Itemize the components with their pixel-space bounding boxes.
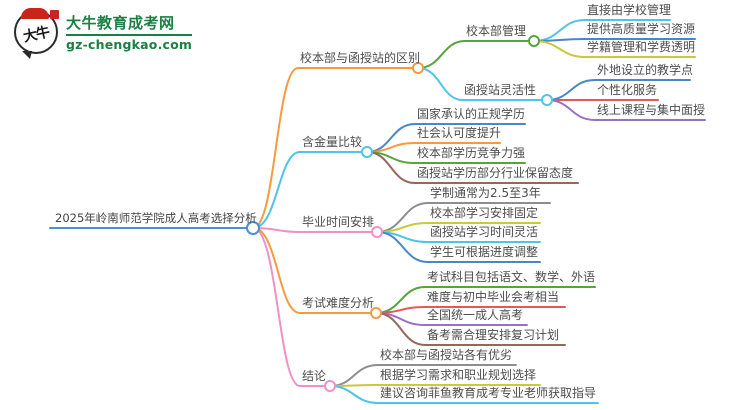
connector-campus-management: [417, 40, 530, 69]
branch-3-handle[interactable]: [371, 226, 383, 238]
bull-speech-bubble-icon: 大牛: [14, 8, 59, 59]
subnode-station-flexibility-label[interactable]: 函授站灵活性: [464, 83, 537, 97]
leaf-node-label[interactable]: 函授站学历部分行业保留态度: [417, 166, 574, 180]
connector-station-flexibility: [417, 67, 543, 101]
leaf-node-label[interactable]: 学制通常为2.5至3年: [430, 186, 541, 200]
branch-graduation-schedule-label[interactable]: 毕业时间安排: [302, 215, 375, 229]
leaf-node-label[interactable]: 难度与初中毕业会考相当: [427, 290, 560, 304]
site-domain: gz-chengkao.com: [66, 34, 193, 52]
leaf-node-label[interactable]: 根据学习需求和职业规划选择: [380, 368, 537, 382]
leaf-node-label[interactable]: 学籍管理和学费透明: [587, 40, 696, 54]
branch-5-handle[interactable]: [324, 380, 336, 392]
leaf-node-label[interactable]: 考试科目包括语文、数学、外语: [427, 270, 596, 284]
leaf-node-label[interactable]: 提供高质量学习资源: [587, 22, 696, 36]
connector-leaf: [329, 385, 599, 404]
leaf-node-label[interactable]: 全国统一成人高考: [427, 308, 524, 322]
branch-4-handle[interactable]: [370, 307, 382, 319]
leaf-node-label[interactable]: 建议咨询菲鱼教育成考专业老师获取指导: [380, 386, 597, 400]
connector-leaf: [375, 312, 566, 346]
leaf-node-label[interactable]: 线上课程与集中面授: [597, 103, 706, 117]
connector-leaf: [366, 151, 579, 184]
speech-bubble-tail: [22, 51, 32, 59]
site-logo[interactable]: 大牛 大牛教育成考网 gz-chengkao.com: [14, 8, 193, 59]
root-node-label[interactable]: 2025年岭南师范学院成人高考选择分析: [55, 211, 257, 225]
branch-exam-difficulty-label[interactable]: 考试难度分析: [302, 296, 375, 310]
red-crescent-icon: [21, 8, 49, 19]
campus-management-handle[interactable]: [528, 35, 540, 47]
leaf-node-label[interactable]: 学生可根据进度调整: [430, 245, 539, 259]
branch-conclusion-label[interactable]: 结论: [302, 369, 327, 383]
red-seal-icon: [50, 10, 59, 19]
logo-icon-text: 大牛: [21, 24, 51, 46]
connector-leaf: [533, 40, 696, 58]
branch-2-handle[interactable]: [361, 146, 373, 158]
station-flexibility-handle[interactable]: [541, 94, 553, 106]
logo-text-block: 大牛教育成考网 gz-chengkao.com: [66, 12, 193, 52]
connector-branch-2: [252, 151, 363, 229]
connector-branch-4: [252, 227, 372, 314]
leaf-node-label[interactable]: 个性化服务: [597, 83, 658, 97]
branch-school-vs-station-label[interactable]: 校本部与函授站的区别: [300, 51, 421, 65]
leaf-node-label[interactable]: 备考需合理安排复习计划: [427, 328, 560, 342]
leaf-node-label[interactable]: 校本部学习安排固定: [430, 206, 539, 220]
connector-branch-5: [252, 227, 326, 387]
leaf-node-label[interactable]: 社会认可度提升: [417, 126, 502, 140]
subnode-campus-management-label[interactable]: 校本部管理: [466, 24, 527, 38]
root-node-handle[interactable]: [246, 221, 260, 235]
leaf-node-label[interactable]: 国家承认的正规学历: [417, 107, 526, 121]
branch-value-comparison-label[interactable]: 含金量比较: [302, 135, 363, 149]
site-name: 大牛教育成考网: [66, 14, 175, 32]
connector-branch-1: [252, 67, 414, 229]
leaf-node-label[interactable]: 函授站学习时间灵活: [430, 225, 539, 239]
leaf-node-label[interactable]: 外地设立的教学点: [597, 63, 694, 77]
leaf-node-label[interactable]: 校本部学历竞争力强: [417, 146, 526, 160]
connector-leaf: [376, 231, 541, 263]
leaf-node-label[interactable]: 校本部与函授站各有优劣: [380, 348, 513, 362]
leaf-node-label[interactable]: 直接由学校管理: [587, 3, 672, 17]
branch-1-handle[interactable]: [412, 62, 424, 74]
connector-leaf: [546, 99, 706, 121]
